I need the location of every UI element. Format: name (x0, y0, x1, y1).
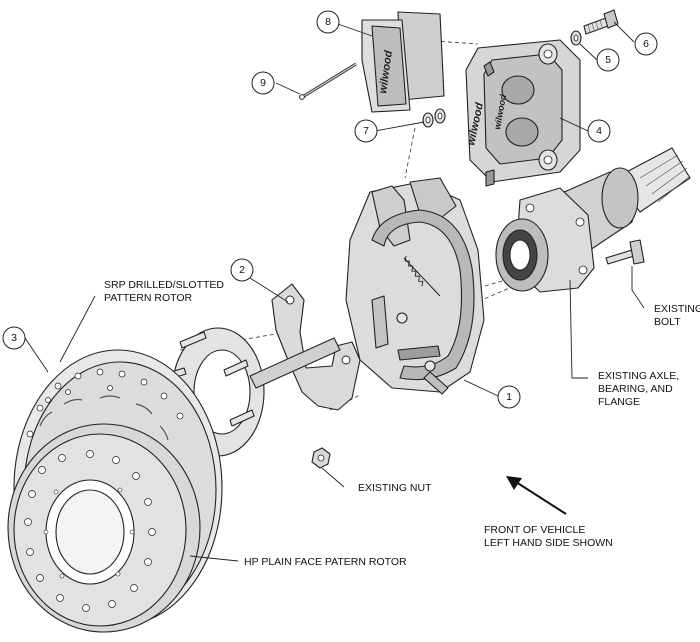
label-existing-nut: EXISTING NUT (358, 482, 432, 494)
callout-2: 2 (230, 258, 254, 282)
callout-7: 7 (354, 119, 378, 143)
svg-text:3: 3 (11, 332, 17, 344)
label-existing-axle: EXISTING AXLE, BEARING, AND FLANGE (598, 370, 679, 408)
svg-text:8: 8 (325, 16, 331, 28)
parking-brake-assembly (345, 177, 485, 395)
axle-bearing-flange (495, 147, 691, 293)
svg-text:BOLT: BOLT (654, 316, 681, 328)
svg-text:9: 9 (260, 77, 266, 89)
pad-retaining-pin (299, 62, 357, 100)
callout-3: 3 (2, 326, 26, 350)
front-direction-arrow (506, 476, 567, 515)
callout-9: 9 (251, 71, 275, 95)
label-front-of-vehicle: FRONT OF VEHICLE LEFT HAND SIDE SHOWN (484, 524, 613, 549)
caliper-bracket (271, 283, 361, 411)
svg-text:5: 5 (605, 54, 611, 66)
svg-text:EXISTING AXLE,: EXISTING AXLE, (598, 370, 679, 382)
svg-text:FRONT OF VEHICLE: FRONT OF VEHICLE (484, 524, 585, 536)
svg-text:2: 2 (239, 264, 245, 276)
label-srp-rotor: SRP DRILLED/SLOTTED PATTERN ROTOR (104, 279, 224, 304)
callout-1: 1 (497, 385, 521, 409)
caliper-bolt-washer (570, 9, 619, 46)
svg-text:FLANGE: FLANGE (598, 396, 640, 408)
label-existing-bolt: EXISTING BOLT (654, 303, 700, 328)
svg-text:7: 7 (363, 125, 369, 137)
svg-text:1: 1 (506, 391, 512, 403)
hp-rotor (7, 423, 201, 633)
svg-text:PATTERN ROTOR: PATTERN ROTOR (104, 292, 193, 304)
shims (422, 108, 446, 128)
svg-text:4: 4 (596, 125, 602, 137)
svg-text:SRP DRILLED/SLOTTED: SRP DRILLED/SLOTTED (104, 279, 224, 291)
svg-text:LEFT HAND SIDE SHOWN: LEFT HAND SIDE SHOWN (484, 537, 613, 549)
callout-5: 5 (596, 48, 620, 72)
callout-8: 8 (316, 10, 340, 34)
svg-text:EXISTING: EXISTING (654, 303, 700, 315)
svg-text:BEARING, AND: BEARING, AND (598, 383, 673, 395)
label-hp-rotor: HP PLAIN FACE PATERN ROTOR (244, 556, 407, 568)
svg-text:6: 6 (643, 38, 649, 50)
brake-pads: wilwood (361, 11, 445, 113)
caliper: wilwood wilwood (465, 39, 581, 187)
callout-4: 4 (587, 119, 611, 143)
leader-lines (24, 21, 645, 562)
callout-6: 6 (634, 32, 658, 56)
